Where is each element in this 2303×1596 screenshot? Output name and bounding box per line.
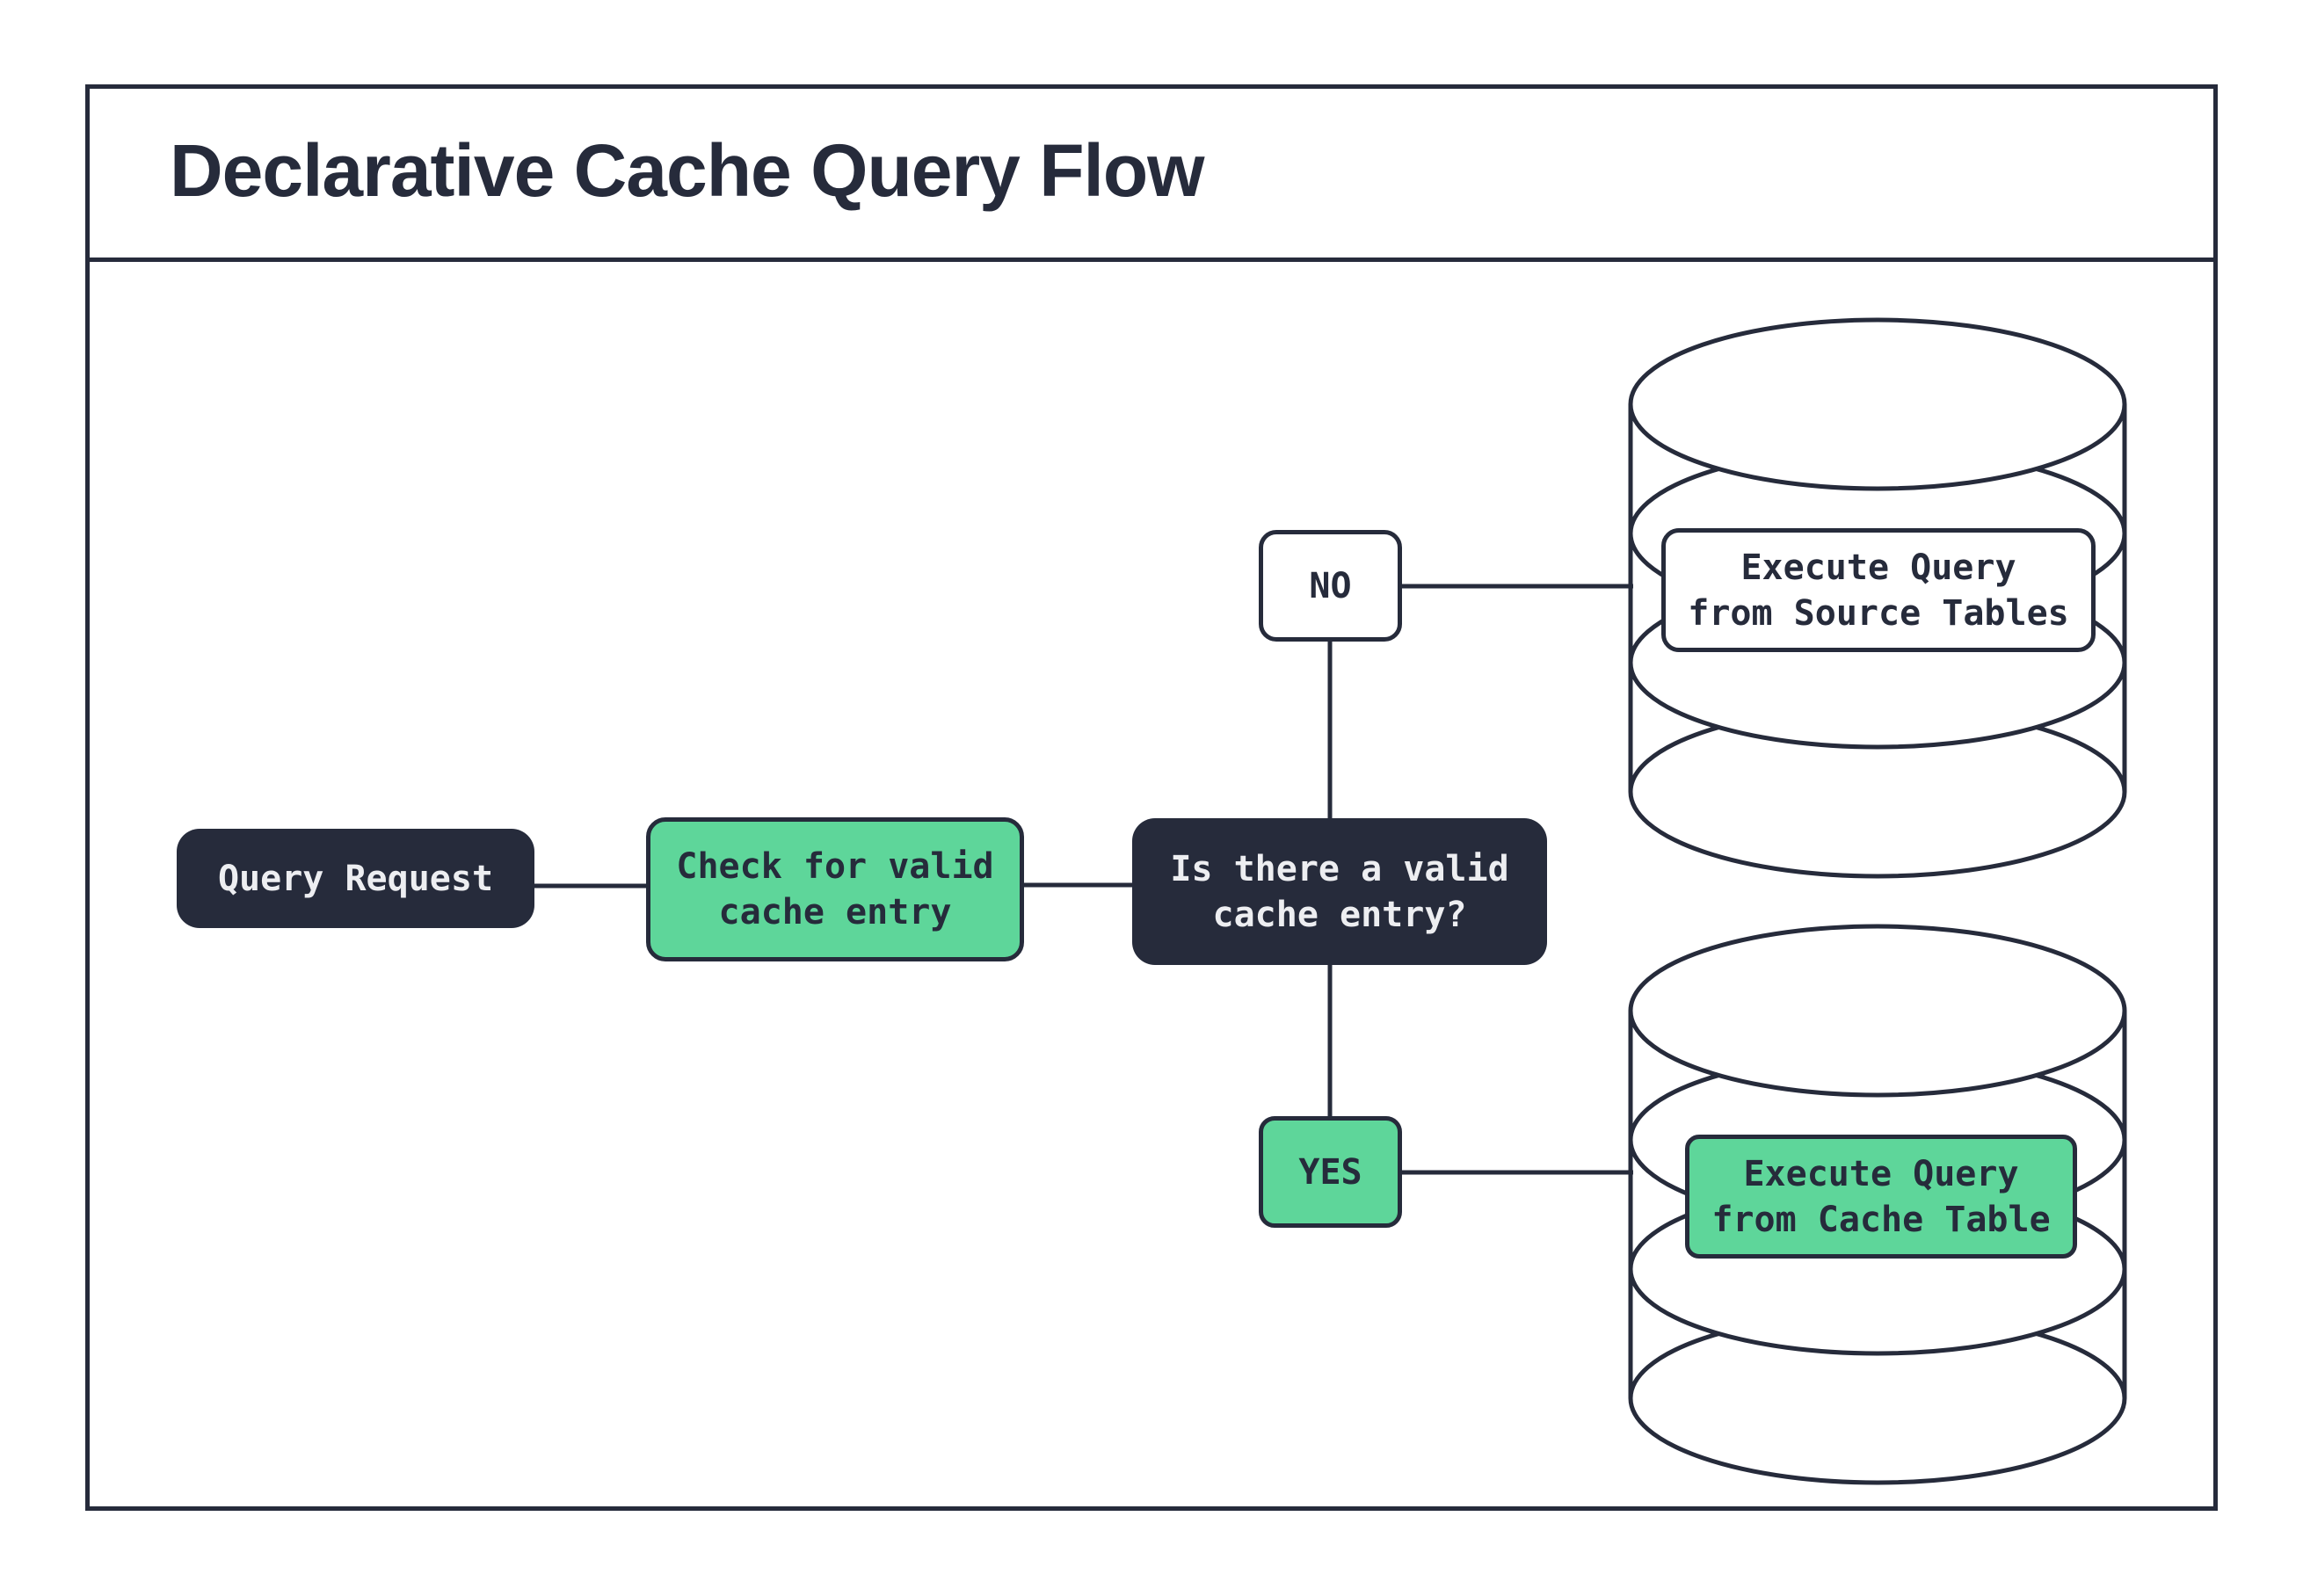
page-title: Declarative Cache Query Flow bbox=[170, 129, 1205, 212]
node-decision-label: Is there a valid cache entry? bbox=[1170, 848, 1509, 935]
diagram-header: Declarative Cache Query Flow bbox=[85, 84, 2218, 262]
node-query-request-label: Query Request bbox=[217, 858, 494, 899]
node-check-cache-label: Check for valid cache entry bbox=[676, 846, 994, 932]
node-branch-yes: YES bbox=[1259, 1116, 1402, 1228]
node-check-cache: Check for valid cache entry bbox=[646, 817, 1024, 961]
node-execute-cache-label: Execute Query from Cache Table bbox=[1711, 1153, 2051, 1240]
cylinder-disk bbox=[1628, 317, 2127, 491]
node-branch-yes-label: YES bbox=[1298, 1151, 1362, 1193]
node-query-request: Query Request bbox=[177, 829, 534, 928]
node-execute-cache: Execute Query from Cache Table bbox=[1685, 1135, 2077, 1259]
node-decision: Is there a valid cache entry? bbox=[1132, 818, 1547, 965]
node-branch-no-label: NO bbox=[1309, 565, 1352, 606]
node-branch-no: NO bbox=[1259, 530, 1402, 642]
node-execute-source-label: Execute Query from Source Tables bbox=[1688, 547, 2069, 634]
diagram-frame bbox=[85, 84, 2218, 1511]
cylinder-disk bbox=[1628, 924, 2127, 1098]
node-execute-source: Execute Query from Source Tables bbox=[1661, 528, 2096, 652]
